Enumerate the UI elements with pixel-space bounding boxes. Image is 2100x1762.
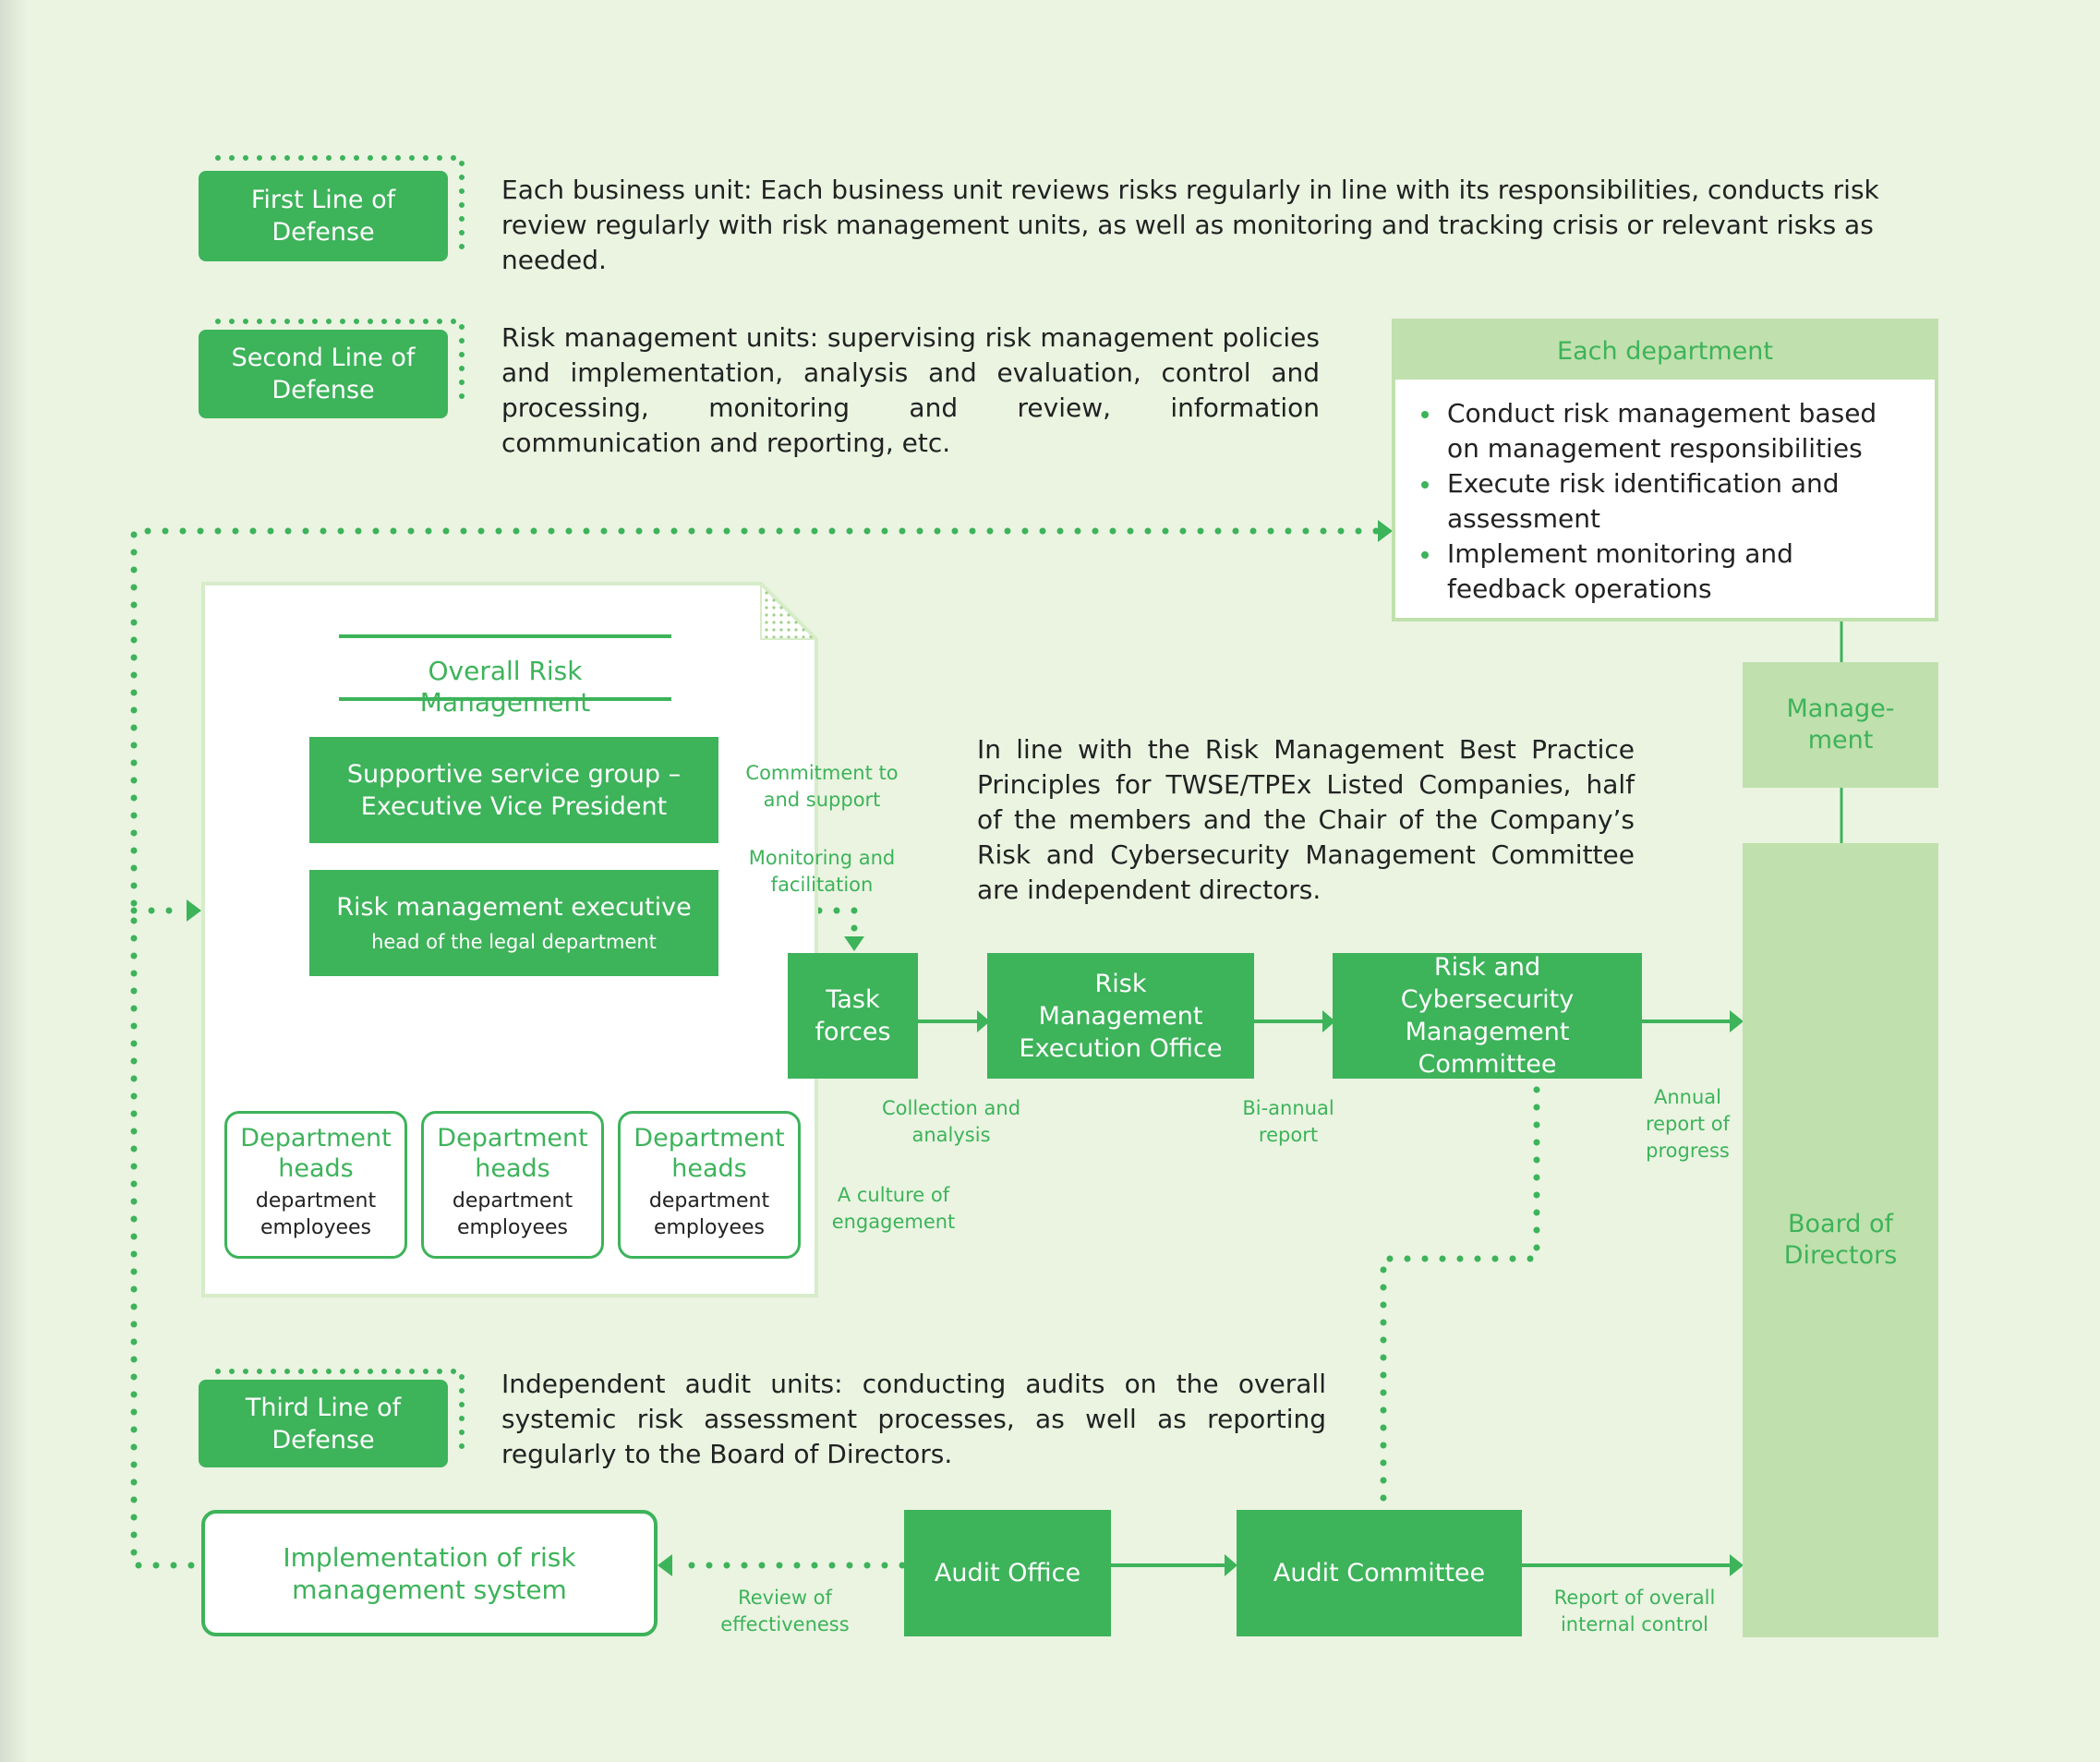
- each-department-title: Each department: [1395, 322, 1935, 380]
- dotted-executive-to-task: [728, 907, 858, 936]
- each-department-item: Conduct risk management based on managem…: [1418, 396, 1916, 466]
- arrowhead-to-department: [1378, 520, 1393, 542]
- culture-label: A culture of engagement: [831, 1184, 956, 1233]
- audit-committee-box: Audit Committee: [1237, 1510, 1522, 1636]
- arrowhead-to-audit-committee: [1225, 1554, 1237, 1576]
- tag-dotted-border-2: [215, 319, 465, 408]
- annual-report-label: Annual report of progress: [1645, 1086, 1731, 1162]
- each-department-box: Each department Conduct risk management …: [1392, 319, 1938, 622]
- implementation-box: Implementation of risk management system: [201, 1510, 658, 1636]
- arrowhead-to-committee: [1322, 1010, 1335, 1032]
- title-rule-top: [339, 634, 671, 638]
- second-line-text: Risk management units: supervising risk …: [501, 322, 1320, 458]
- audit-office-box: Audit Office: [904, 1510, 1111, 1636]
- first-line-tag: First Line of Defense: [199, 171, 448, 261]
- each-department-item: Implement monitoring and feedback operat…: [1418, 537, 1916, 607]
- each-department-item: Execute risk identification and assessme…: [1418, 466, 1916, 537]
- first-line-text: Each business unit: Each business unit r…: [501, 175, 1879, 275]
- department-employees-label: department employees: [648, 1189, 770, 1239]
- department-heads-label: Department heads: [240, 1124, 392, 1183]
- third-line-text: Independent audit units: conducting audi…: [501, 1369, 1326, 1469]
- biannual-label: Bi-annual report: [1242, 1097, 1334, 1146]
- overall-control-label: Report of overall internal control: [1553, 1587, 1716, 1635]
- department-employees-label: department employees: [255, 1189, 377, 1239]
- department-box: Department heads department employees: [421, 1111, 604, 1259]
- execution-office-box: Risk Management Execution Office: [987, 953, 1254, 1079]
- risk-executive-box: Risk management executive head of the le…: [309, 870, 718, 976]
- board-of-directors-box: Board of Directors: [1743, 843, 1938, 1637]
- monitoring-label: Monitoring and facilitation: [748, 847, 896, 896]
- left-edge-shadow: [0, 0, 28, 1762]
- risk-executive-sub: head of the legal department: [371, 931, 657, 953]
- department-heads-label: Department heads: [437, 1124, 588, 1183]
- tag-dotted-border-1: [215, 155, 465, 250]
- arrowhead-to-implementation: [658, 1554, 672, 1576]
- department-employees-label: department employees: [452, 1189, 573, 1239]
- tag-dotted-border-3: [215, 1369, 465, 1455]
- commitment-label: Commitment to and support: [745, 762, 899, 811]
- arrowhead-to-overall-box: [187, 899, 201, 922]
- arrowhead-to-board-1: [1730, 1010, 1744, 1032]
- dotted-committee-to-audit: [1380, 1086, 1540, 1509]
- management-box: Manage-ment: [1743, 662, 1938, 788]
- collection-label: Collection and analysis: [881, 1097, 1021, 1146]
- title-rule-bottom: [339, 697, 671, 701]
- department-heads-label: Department heads: [634, 1124, 785, 1183]
- arrowhead-to-execution-office: [977, 1010, 990, 1032]
- risk-executive-title: Risk management executive: [336, 893, 692, 922]
- arrowhead-to-board-2: [1730, 1554, 1744, 1576]
- third-line-tag: Third Line of Defense: [199, 1380, 448, 1467]
- independent-directors-note: In line with the Risk Management Best Pr…: [977, 734, 1635, 905]
- arrowhead-to-task-forces: [844, 936, 864, 951]
- each-department-list: Conduct risk management based on managem…: [1395, 380, 1935, 607]
- supportive-service-box: Supportive service group – Executive Vic…: [309, 737, 718, 843]
- risk-cyber-committee-box: Risk and Cybersecurity Management Commit…: [1333, 953, 1642, 1079]
- task-forces-box: Task forces: [788, 953, 918, 1079]
- review-label: Review of effectiveness: [720, 1587, 850, 1635]
- overall-title: Overall Risk Management: [419, 656, 591, 718]
- department-box: Department heads department employees: [224, 1111, 407, 1259]
- second-line-tag: Second Line of Defense: [199, 330, 448, 418]
- department-box: Department heads department employees: [618, 1111, 801, 1259]
